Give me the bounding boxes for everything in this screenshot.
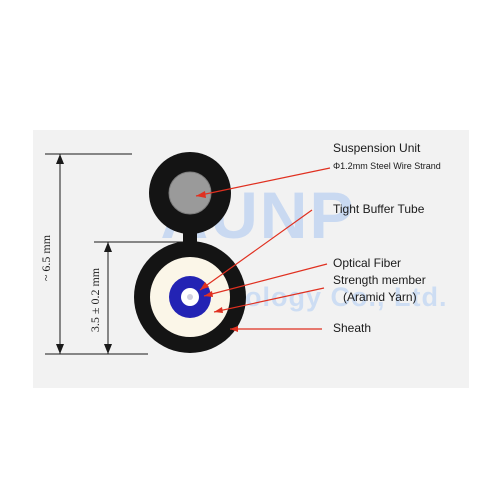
sheath-label: Sheath bbox=[333, 321, 372, 335]
steel-wire-label: Φ1.2mm Steel Wire Strand bbox=[333, 161, 441, 171]
leader-lines bbox=[195, 167, 331, 330]
suspension-unit-label: Suspension Unit bbox=[333, 141, 421, 155]
dimension-lines bbox=[45, 153, 183, 355]
strength-member-label: Strength member bbox=[333, 273, 426, 287]
steel-wire-strand bbox=[169, 172, 211, 214]
aramid-yarn-label: (Aramid Yarn) bbox=[343, 290, 417, 304]
overall-height-label: ~ 6.5 mm bbox=[39, 234, 53, 281]
inner-height-label: 3.5 ± 0.2 mm bbox=[88, 267, 102, 332]
optical-fiber-label: Optical Fiber bbox=[333, 256, 402, 270]
optical-fiber-center bbox=[187, 294, 193, 300]
tight-buffer-label: Tight Buffer Tube bbox=[333, 202, 425, 216]
leader-arrows bbox=[196, 191, 238, 332]
dimension-arrows bbox=[56, 154, 112, 354]
